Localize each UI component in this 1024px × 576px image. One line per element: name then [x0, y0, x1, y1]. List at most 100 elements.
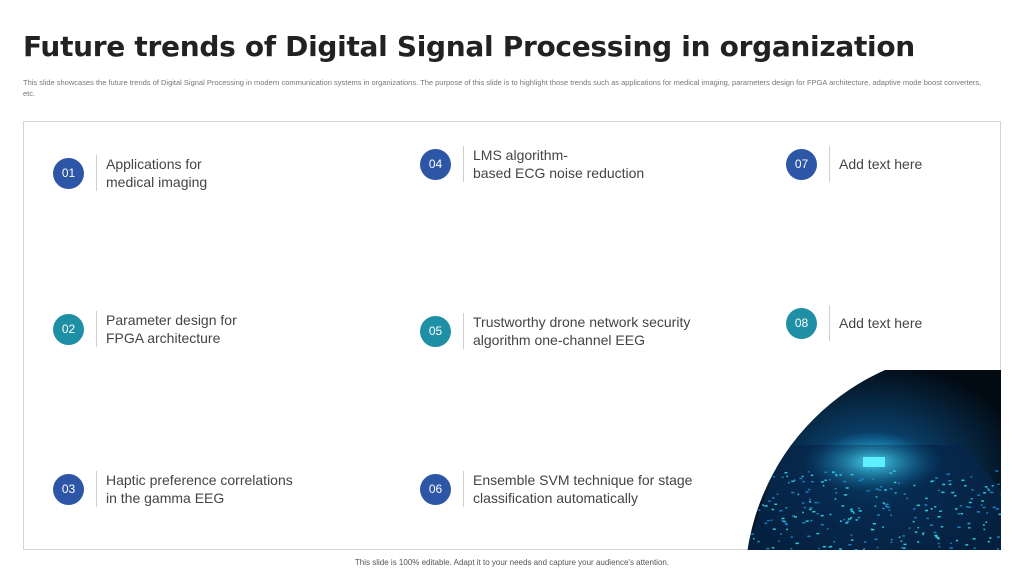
circuit-dot [749, 497, 752, 500]
circuit-dot [854, 549, 858, 550]
circuit-dot [890, 538, 893, 541]
divider [829, 305, 830, 341]
circuit-dot [986, 512, 989, 514]
circuit-dot [791, 491, 795, 494]
circuit-dot [752, 496, 754, 498]
circuit-dot [805, 520, 809, 522]
circuit-dot [903, 543, 907, 546]
content-box [23, 121, 1001, 550]
circuit-dot [811, 481, 815, 483]
circuit-dot [773, 476, 775, 478]
circuit-dot [990, 491, 994, 494]
circuit-dot [863, 548, 865, 550]
circuit-dot [936, 536, 940, 539]
circuit-dot [894, 492, 897, 494]
circuit-dot [903, 493, 907, 495]
circuit-dot [772, 528, 776, 530]
circuit-dot [795, 542, 799, 545]
divider [463, 146, 464, 182]
circuit-dot [779, 510, 783, 512]
circuit-dot [970, 498, 974, 500]
circuit-dot [809, 498, 812, 501]
circuit-dot [992, 506, 996, 509]
circuit-dot [914, 516, 917, 519]
circuit-dot [987, 489, 990, 491]
circuit-dot [771, 508, 775, 511]
circuit-dot [768, 500, 771, 502]
circuit-dot [882, 502, 885, 504]
circuit-dot [857, 507, 861, 510]
circuit-dot [850, 534, 853, 536]
circuit-dot [984, 486, 988, 488]
circuit-dot [776, 493, 779, 495]
circuit-dot [964, 484, 967, 487]
circuit-dot [866, 490, 869, 492]
circuit-dot [883, 503, 886, 505]
circuit-dot [745, 523, 748, 526]
circuit-dot [951, 491, 955, 494]
circuit-dot [922, 532, 925, 534]
circuit-dot [771, 546, 775, 549]
circuit-dot [748, 480, 752, 483]
circuit-dot [995, 508, 1000, 510]
circuit-dot [824, 471, 828, 474]
circuit-dot [995, 470, 999, 472]
trend-text: Add text here [839, 315, 923, 331]
trend-text: Haptic preference correlations in the ga… [106, 472, 293, 506]
circuit-dot [810, 519, 813, 522]
circuit-dot [802, 521, 806, 524]
number-badge: 07 [786, 148, 817, 180]
circuit-dot [758, 509, 761, 512]
circuit-dot [845, 522, 849, 524]
circuit-dot [959, 505, 963, 507]
circuit-dot [847, 518, 851, 520]
circuit-dot [949, 542, 952, 545]
number-badge: 04 [420, 148, 451, 180]
circuit-dot [774, 503, 778, 506]
circuit-dot [835, 474, 838, 476]
circuit-dot [913, 484, 916, 487]
circuit-dot [937, 516, 941, 518]
circuit-dot [782, 520, 786, 523]
circuit-dot [917, 541, 920, 543]
circuit-dot [917, 526, 920, 529]
circuit-dot [997, 536, 1001, 538]
circuit-dot [829, 513, 832, 516]
circuit-dot [810, 474, 814, 477]
circuit-dot [836, 475, 839, 477]
circuit-dot [888, 509, 891, 511]
circuit-dot [756, 492, 760, 494]
circuit-dot [809, 508, 812, 511]
circuit-dot [834, 487, 837, 490]
circuit-dot [843, 518, 846, 521]
circuit-dot [968, 501, 972, 504]
circuit-dot [809, 507, 813, 509]
footer-note: This slide is 100% editable. Adapt it to… [354, 558, 670, 567]
circuit-dot [875, 488, 879, 490]
circuit-dot [937, 542, 940, 545]
circuit-dot [746, 522, 749, 524]
circuit-dot [885, 503, 889, 506]
circuit-dot [961, 479, 965, 482]
circuit-dot [982, 524, 985, 526]
circuit-dot [781, 519, 784, 522]
circuit-dot [803, 506, 806, 509]
circuit-dot [762, 504, 764, 506]
circuit-dot [841, 505, 845, 507]
circuit-dot [850, 510, 854, 513]
divider [829, 146, 830, 182]
circuit-dot [955, 539, 959, 542]
circuit-dot [874, 538, 878, 541]
circuit-dot [922, 533, 924, 536]
circuit-dot [781, 517, 785, 520]
circuit-dot [790, 547, 793, 550]
circuit-dot [882, 526, 884, 528]
circuit-dot [786, 528, 788, 531]
trend-text: Parameter design for FPGA architecture [106, 312, 237, 346]
circuit-dot [960, 512, 963, 515]
